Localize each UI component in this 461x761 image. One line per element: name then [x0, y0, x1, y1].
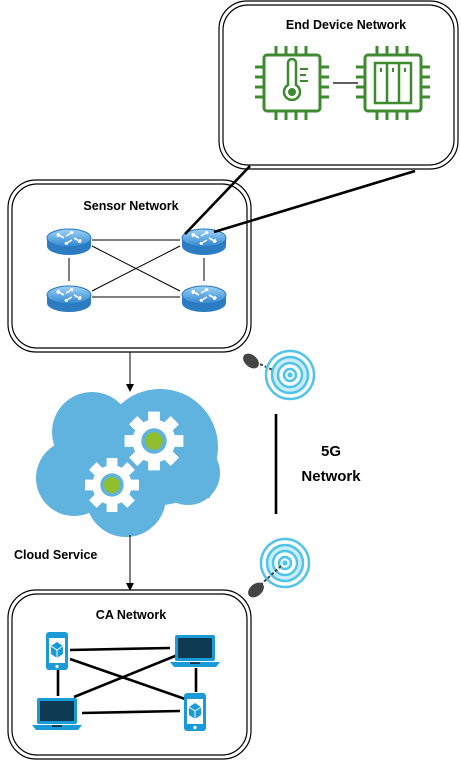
laptop-icon	[32, 698, 82, 730]
ca-network-label: CA Network	[96, 608, 166, 622]
cloud-gears-icon	[36, 389, 220, 537]
end-device-network-label: End Device Network	[286, 18, 406, 32]
router-icon	[181, 285, 227, 313]
mobile-phone-icon	[183, 692, 207, 732]
wireless-antenna-icon	[243, 349, 316, 401]
router-icon	[46, 285, 92, 313]
sensor-network-label: Sensor Network	[83, 199, 178, 213]
wireless-antenna-icon	[248, 537, 311, 598]
cloud-service-label: Cloud Service	[14, 548, 97, 562]
5g-label-line2: Network	[301, 468, 361, 485]
sensor-mesh-links	[68, 239, 205, 298]
ca-mesh-links	[56, 646, 198, 715]
router-icon	[181, 228, 227, 256]
mobile-phone-icon	[45, 631, 69, 671]
end-device-uplink-1	[184, 165, 251, 235]
router-icon	[46, 228, 92, 256]
end-device-network-box	[218, 0, 459, 170]
5g-label-line1: 5G	[321, 443, 341, 460]
thermometer-chip-icon	[255, 46, 329, 120]
end-device-uplink-2	[213, 169, 416, 234]
memory-chip-icon	[356, 46, 430, 120]
laptop-icon	[170, 635, 220, 667]
